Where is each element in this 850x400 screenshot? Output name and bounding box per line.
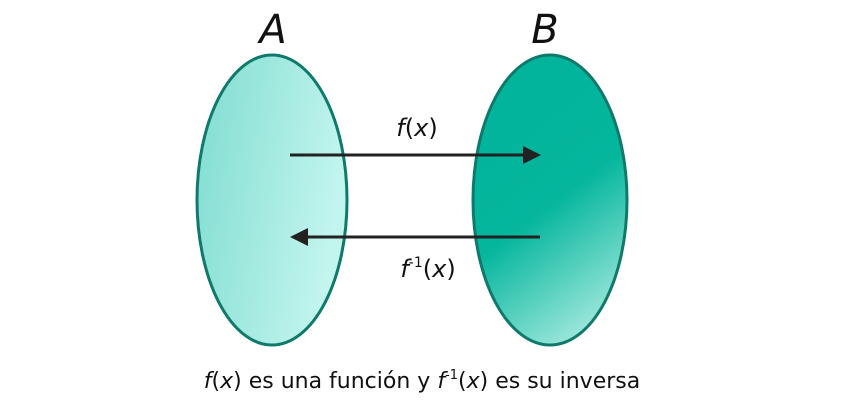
set-a-label: A [256,7,286,53]
forward-function-label: f(x) [396,114,437,142]
set-a-ellipse [195,53,349,347]
set-b-ellipse [471,53,629,347]
forward-arrow-head [523,146,541,164]
forward-arrow [290,146,541,164]
set-b-label: B [531,7,558,53]
inverse-arrow-head [290,228,308,246]
inverse-arrow [290,228,540,246]
caption: f(x) es una función y f-1(x) es su inver… [204,368,640,394]
inverse-function-label: f-1(x) [400,255,455,283]
